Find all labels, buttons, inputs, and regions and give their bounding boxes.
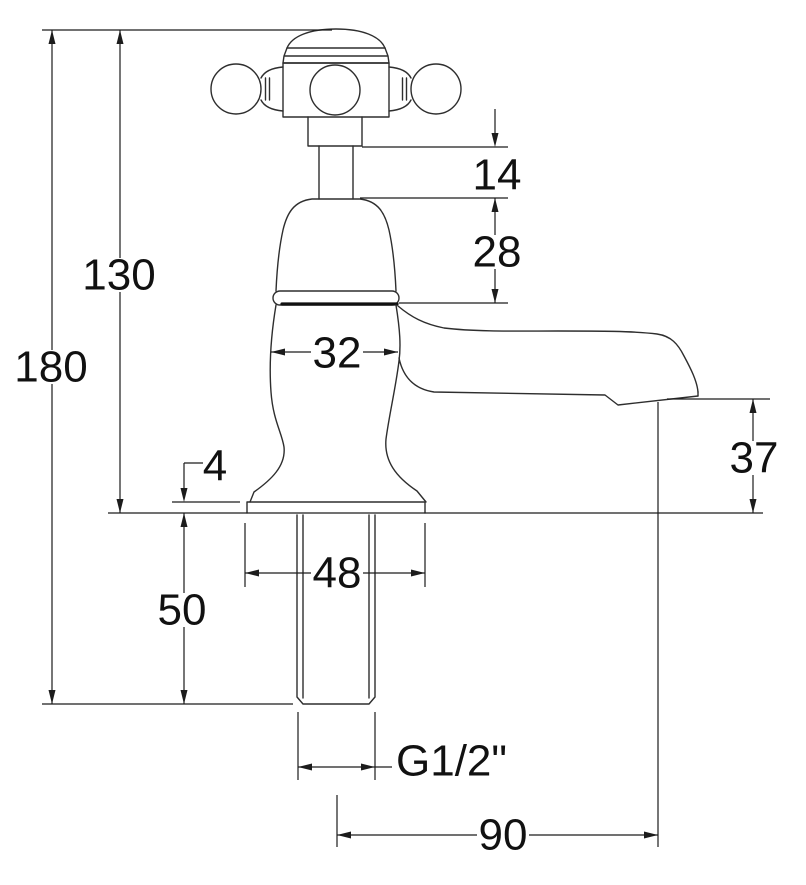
arrowhead-right (384, 348, 398, 356)
arrowhead-down (48, 690, 56, 704)
dim-label-shank-length: 50 (158, 586, 207, 635)
arrowhead-right (644, 831, 658, 839)
dim-label-spout-reach: 90 (479, 811, 528, 860)
arrowhead-up (48, 30, 56, 44)
handle-left-neck (260, 66, 284, 112)
spout-top-edge (397, 305, 699, 393)
mask-50 (156, 593, 208, 627)
arrowhead-up (749, 399, 757, 413)
handle-dome-cap (286, 28, 386, 49)
handle-left-ball (210, 63, 262, 115)
arrowhead-right (361, 763, 375, 771)
mask-37 (728, 441, 780, 475)
dim-label-body-width: 32 (313, 329, 362, 378)
mask-180 (13, 350, 89, 384)
arrowhead-left (298, 763, 312, 771)
dimension-labels: 180 130 14 28 32 4 50 48 37 G1/2" 90 (14, 151, 778, 860)
pedestal-right-edge (385, 304, 427, 503)
mask-130 (81, 258, 157, 292)
dim-label-height-above-deck: 130 (82, 251, 155, 300)
handle-collar (307, 116, 363, 147)
dim-label-bonnet-height: 28 (473, 228, 522, 277)
arrowhead-left (271, 348, 285, 356)
handle-center-boss (309, 64, 361, 116)
base-flange (246, 501, 426, 514)
arrowhead-right (411, 569, 425, 577)
arrowhead-down (180, 488, 188, 502)
arrowhead-left (337, 831, 351, 839)
mask-48 (311, 556, 363, 590)
dimension-thread (298, 763, 392, 771)
pedestal-left-edge (249, 304, 285, 503)
dim-label-total-height: 180 (14, 343, 87, 392)
dim-label-base-thickness: 4 (203, 442, 227, 491)
spout-underside-edge (398, 357, 699, 406)
mask-32 (311, 336, 363, 370)
arrowhead-down (116, 499, 124, 513)
handle-cap-step-lines (282, 47, 390, 64)
dim-label-stem-height: 14 (473, 151, 522, 200)
threaded-shank (296, 514, 376, 705)
arrowhead-down (749, 499, 757, 513)
mask-28 (471, 235, 523, 269)
handle-right-neck (388, 66, 412, 112)
dim-label-base-width: 48 (313, 549, 362, 598)
arrowhead-up (116, 30, 124, 44)
arrowhead-down (491, 133, 499, 147)
mask-90 (477, 818, 529, 852)
tap-outline (210, 28, 699, 705)
valve-stem (318, 145, 354, 200)
dim-label-spout-clearance: 37 (730, 434, 779, 483)
bonnet-bell (275, 198, 397, 292)
dimension-4 (180, 462, 203, 502)
dimension-14 (491, 109, 499, 147)
label-masks (13, 235, 780, 852)
handle-block (282, 62, 390, 118)
arrowhead-up (180, 513, 188, 527)
arrowhead-down (491, 289, 499, 303)
arrowhead-up (491, 198, 499, 212)
reference-lines (42, 29, 770, 847)
arrowhead-left (245, 569, 259, 577)
dim-label-thread-size: G1/2" (396, 737, 507, 786)
dim-leader (183, 462, 203, 489)
arrowhead-down (180, 690, 188, 704)
handle-right-ball (410, 63, 462, 115)
